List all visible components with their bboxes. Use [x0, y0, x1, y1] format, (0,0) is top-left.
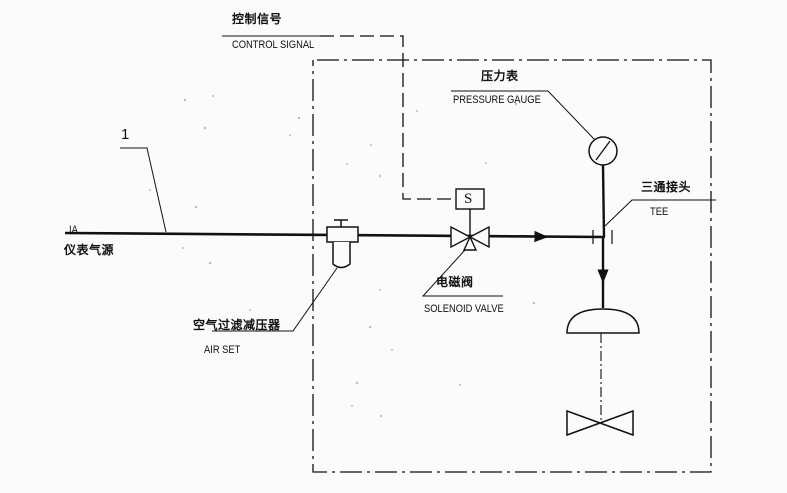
actuator-dome-icon: [566, 308, 640, 334]
solenoid-label-en: SOLENOID VALVE: [424, 303, 504, 315]
airset-label-en: AIR SET: [204, 344, 241, 356]
air-set-leader: [212, 267, 338, 332]
tee-label-zh: 三通接头: [641, 180, 692, 194]
ia-code-label: IA: [69, 224, 78, 236]
flow-arrow-main: [519, 230, 549, 243]
pressure-gauge-needle: [595, 140, 611, 161]
gauge-line: [601, 164, 606, 238]
pressure-gauge-label-en: PRESSURE GAUGE: [453, 94, 541, 106]
enclosure-boundary: [312, 59, 712, 473]
air-set-stem: [334, 219, 348, 227]
control-signal-label-zh: 控制信号: [232, 12, 283, 26]
pressure-gauge-label-zh: 压力表: [481, 69, 519, 83]
solenoid-leader: [421, 249, 503, 297]
control-signal-label-en: CONTROL SIGNAL: [232, 39, 315, 51]
scan-noise: [149, 95, 536, 418]
solenoid-symbol-letter: S: [464, 191, 473, 207]
ia-label-zh: 仪表气源: [64, 243, 115, 257]
air-set-bowl-icon: [332, 242, 351, 269]
air-set-body-icon: [326, 226, 359, 243]
solenoid-label-zh: 电磁阀: [436, 275, 474, 289]
line-number-leader: [120, 147, 167, 233]
control-signal-line: [320, 35, 455, 200]
tee-leader: [604, 199, 716, 227]
solenoid-valve-icon: [450, 225, 490, 251]
tee-label-en: TEE: [650, 206, 669, 218]
solenoid-coil-box-icon: [455, 188, 485, 210]
line-number-label: 1: [121, 126, 130, 143]
control-valve-icon: [566, 409, 634, 437]
airset-label-zh: 空气过滤减压器: [193, 318, 281, 332]
pressure-gauge-leader: [451, 90, 596, 141]
